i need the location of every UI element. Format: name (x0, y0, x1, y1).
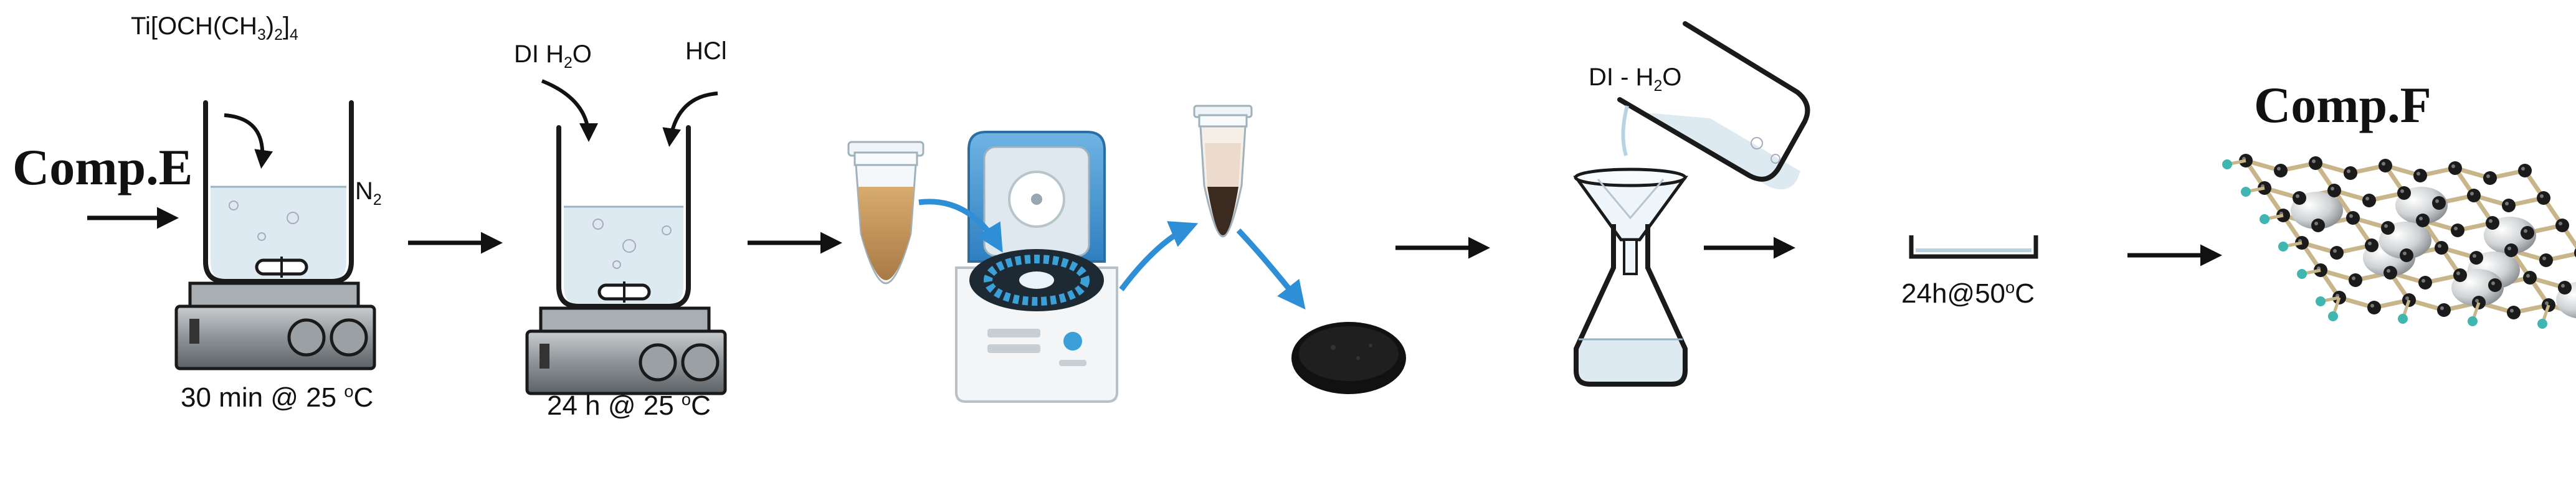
drying-condition-text: 24h@50oC (1901, 277, 2035, 309)
centrifuge-tube-icon (1193, 105, 1253, 238)
product-powder-icon (1291, 322, 1406, 394)
beaker-icon (556, 125, 691, 309)
filter-funnel-icon (1573, 167, 1688, 275)
beaker-icon (203, 100, 354, 284)
magnetic-stirrer-icon (174, 281, 376, 370)
compound-e-label: Comp.E (12, 139, 193, 196)
titanium-isopropoxide-text: Ti[OCH(CH3)2]4 (131, 12, 298, 44)
reagent-inlet-arrow (224, 113, 273, 169)
aging-condition-label: 24 h @ 25 oC (547, 389, 711, 422)
stirring-condition-label: 30 min @ 25 oC (181, 381, 373, 413)
pouring-stream (1621, 105, 1629, 156)
titanium-isopropoxide-label: Ti[OCH(CH3)2]4 (131, 12, 298, 44)
transfer-arrow (1119, 221, 1199, 291)
nitrogen-label: N2 (355, 177, 382, 209)
stirring-condition-text: 30 min @ 25 oC (181, 381, 374, 413)
deionized-water-wash-text: DI - H2O (1589, 64, 1682, 95)
deionized-water-text: DI H2O (514, 40, 592, 72)
graphene-lattice-icon (2222, 154, 2576, 329)
centrifuge-tube-icon (847, 141, 924, 285)
pouring-beaker-icon (1617, 21, 1810, 190)
erlenmeyer-flask-icon (1574, 224, 1688, 387)
hydrochloric-acid-label: HCl (685, 37, 727, 65)
nitrogen-text: N2 (355, 177, 382, 209)
drying-dish-icon (1909, 235, 2038, 259)
aging-condition-text: 24 h @ 25 oC (547, 389, 711, 421)
transfer-arrow (1236, 228, 1306, 310)
drying-condition-label: 24h@50oC (1901, 277, 2035, 309)
centrifuge-icon (955, 131, 1118, 403)
acid-inlet-arrow (662, 92, 718, 147)
compound-f-label: Comp.F (2254, 77, 2431, 133)
transfer-arrow (918, 199, 1003, 253)
water-inlet-arrow (541, 79, 598, 142)
deionized-water-label: DI H2O (514, 40, 592, 72)
magnetic-stirrer-icon (525, 306, 727, 395)
deionized-water-wash-label: DI - H2O (1589, 64, 1681, 95)
